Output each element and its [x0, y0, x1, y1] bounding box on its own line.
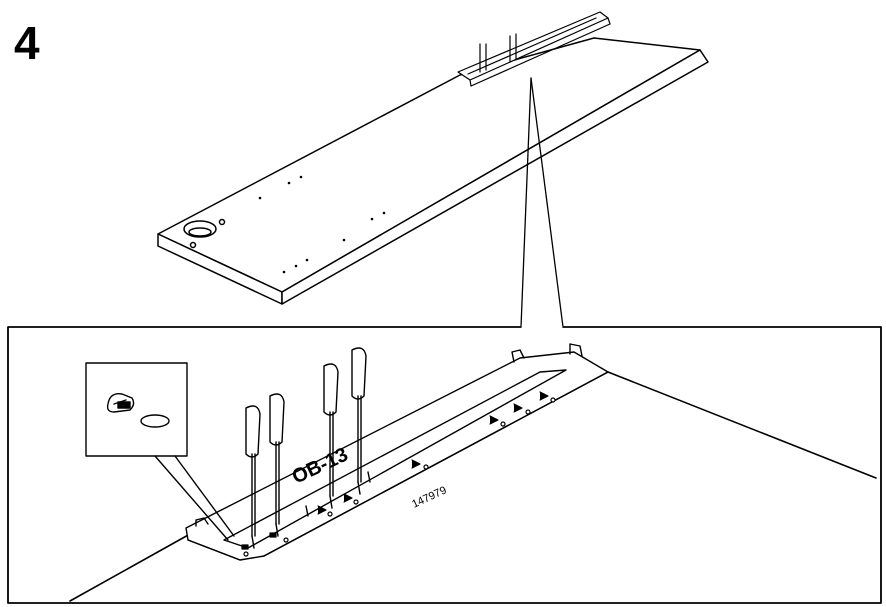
arrow-marker-icon	[513, 403, 531, 415]
screwdriver-icon	[269, 393, 285, 537]
screwdriver-icon	[323, 363, 339, 509]
arrow-markers	[241, 391, 556, 557]
screwdriver-icon	[245, 405, 261, 549]
arrow-marker-icon	[317, 505, 333, 517]
inset-box	[85, 362, 235, 541]
arrow-marker-icon	[489, 415, 506, 427]
arrow-marker-icon	[343, 493, 359, 505]
hole-icon	[140, 414, 170, 428]
callout-lines	[520, 77, 564, 328]
panel-overview	[157, 11, 709, 305]
screwdriver-icon	[351, 347, 367, 495]
pilot-holes	[258, 175, 386, 274]
rail-overview	[457, 11, 611, 87]
foot-insert-icon	[106, 393, 135, 413]
metal-rail	[185, 343, 609, 561]
arrow-marker-icon	[411, 459, 429, 470]
step-number: 4	[14, 17, 40, 69]
detail-view: OB-13 147979	[7, 325, 882, 604]
arrow-marker-icon	[539, 391, 556, 403]
